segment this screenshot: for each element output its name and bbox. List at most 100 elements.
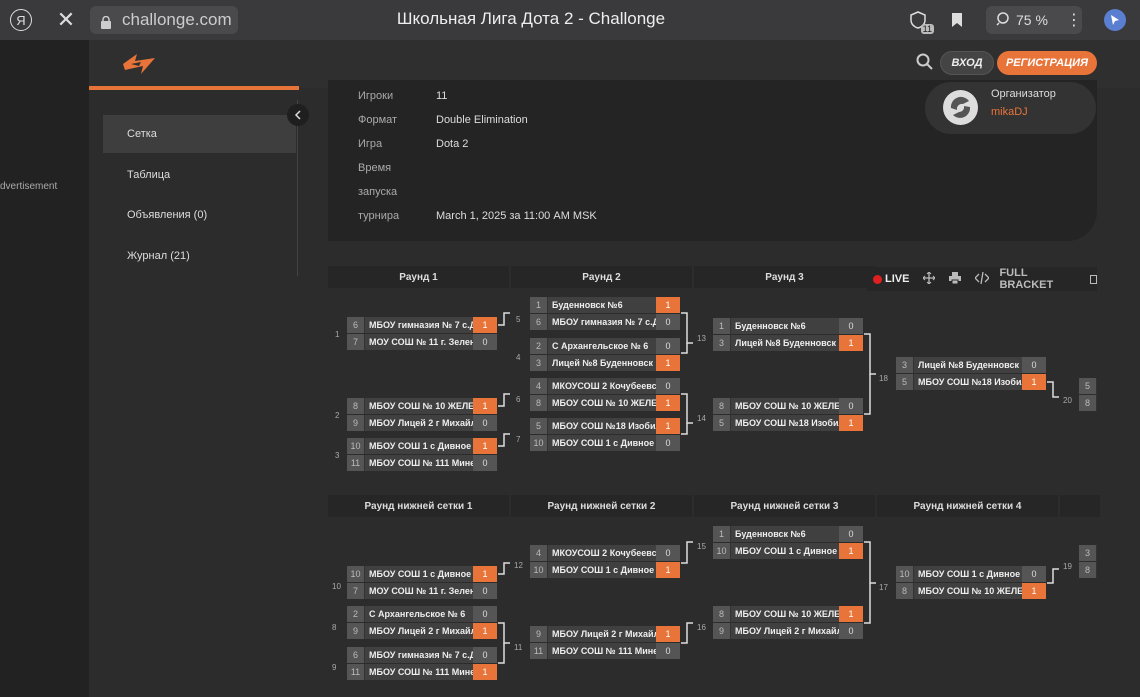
seed-number: 5 (1079, 378, 1097, 394)
participant-name: МБОУ СОШ № 10 ЖЕЛЕ (548, 395, 656, 411)
seed-number: 3 (530, 355, 548, 371)
fullscreen-icon[interactable] (1090, 274, 1097, 284)
seed-number: 6 (347, 647, 365, 663)
sidebar-item-log[interactable]: Журнал (21) (103, 237, 296, 275)
score-badge: 0 (839, 398, 863, 414)
seed-number: 10 (347, 566, 365, 582)
seed-number: 7 (347, 334, 365, 350)
sidebar-collapse-button[interactable] (287, 104, 309, 126)
info-value: Dota 2 (436, 138, 469, 150)
move-icon[interactable] (922, 270, 937, 287)
score-badge: 0 (656, 378, 680, 394)
info-value: Double Elimination (436, 114, 528, 126)
address-bar[interactable]: challonge.com (90, 6, 238, 34)
match-number: 18 (879, 374, 888, 383)
info-value: 11 (436, 90, 448, 102)
organizer-name-link[interactable]: mikaDJ (991, 106, 1028, 118)
bookmark-icon[interactable] (945, 8, 969, 32)
sidebar-item-bracket[interactable]: Сетка (103, 115, 296, 153)
score-badge: 1 (839, 543, 863, 559)
match-number: 1 (335, 330, 340, 339)
info-key: запуска (358, 186, 398, 198)
match-number: 7 (516, 435, 521, 444)
score-badge: 1 (473, 566, 497, 582)
score-badge: 1 (656, 626, 680, 642)
more-menu-icon[interactable]: ⋮ (1065, 12, 1082, 29)
sidebar-item-announcements[interactable]: Объявления (0) (103, 196, 296, 234)
challonge-logo-icon[interactable] (119, 50, 159, 78)
register-button[interactable]: РЕГИСТРАЦИЯ (997, 51, 1097, 75)
lower-match-participant[interactable]: 8 (1079, 562, 1097, 578)
yandex-logo-icon[interactable]: Я (10, 9, 32, 31)
zoom-level: 75 % (1016, 12, 1048, 28)
upper-match-participant[interactable]: 8 (1079, 395, 1097, 411)
seed-number: 8 (1079, 395, 1097, 411)
seed-number: 1 (713, 526, 731, 542)
login-button[interactable]: ВХОД (940, 51, 994, 75)
seed-number: 8 (713, 398, 731, 414)
extension-icon[interactable] (1104, 9, 1126, 31)
full-bracket-link[interactable]: FULL BRACKET (999, 267, 1054, 291)
seed-number: 4 (530, 378, 548, 394)
score-badge: 1 (473, 438, 497, 454)
participant-name: МБОУ СОШ № 10 ЖЕЛЕ (365, 398, 473, 414)
seed-number: 10 (530, 435, 548, 451)
protect-shield-icon[interactable]: 11 (906, 8, 934, 34)
score-badge: 0 (656, 314, 680, 330)
live-button[interactable]: LIVE (884, 273, 910, 285)
upper-match-participant[interactable]: 5 (1079, 378, 1097, 394)
seed-number: 8 (347, 398, 365, 414)
score-badge: 0 (473, 647, 497, 663)
round-header: Раунд 3 (694, 266, 875, 288)
lower-match-participant[interactable]: 3 (1079, 545, 1097, 561)
zoom-control[interactable]: 75 % ⋮ (986, 6, 1082, 34)
embed-code-icon[interactable] (974, 271, 991, 287)
search-icon[interactable] (915, 52, 935, 72)
seed-number: 9 (347, 623, 365, 639)
participant-name: МБОУ СОШ № 10 ЖЕЛЕ (731, 606, 839, 622)
close-tab-icon[interactable]: ✕ (56, 7, 76, 32)
match-number: 19 (1063, 562, 1072, 571)
sidebar-item-standings[interactable]: Таблица (103, 156, 296, 194)
bracket-toolbar: LIVE FULL BRACKET (867, 267, 1097, 291)
seed-number: 5 (713, 415, 731, 431)
print-icon[interactable] (949, 271, 962, 287)
organizer-card[interactable] (925, 82, 1096, 134)
